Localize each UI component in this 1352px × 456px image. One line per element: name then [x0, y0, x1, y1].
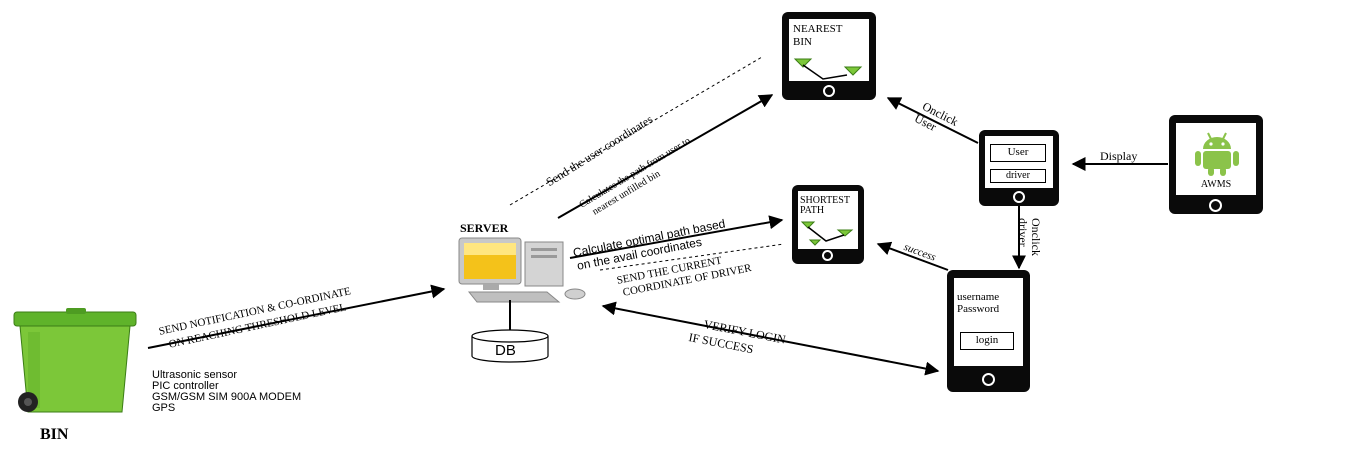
password-label: Password — [957, 303, 1000, 315]
edge-label-display: Display — [1100, 149, 1138, 163]
home-button-icon — [1209, 199, 1222, 212]
database-label: DB — [495, 342, 516, 359]
dashed-send-user-coordinates — [509, 56, 763, 206]
awms-label: AWMS — [1200, 179, 1232, 190]
edge-label-onclick-driver: driver — [1016, 218, 1030, 247]
arrow-onclick-user — [886, 97, 979, 144]
bin-spec: Ultrasonic sensor — [152, 369, 237, 381]
home-button-icon — [822, 250, 833, 261]
android-icon — [1195, 132, 1239, 176]
home-button-icon — [823, 85, 835, 97]
home-button-icon — [982, 373, 995, 386]
database-icon — [471, 300, 549, 363]
arrow-bin-to-server — [147, 284, 446, 349]
phone-login: username Password login — [947, 270, 1030, 392]
arrow-server-to-nearest-bin — [557, 94, 774, 219]
shortest-path-title: PATH — [800, 205, 825, 216]
bin-spec: GPS — [152, 402, 176, 414]
bin-label: BIN — [40, 426, 69, 443]
home-button-icon — [1013, 191, 1025, 203]
shortest-path-title: SHORTEST — [800, 195, 850, 206]
username-label: username — [957, 291, 1000, 303]
phone-screen: SHORTEST PATH — [798, 191, 858, 249]
nearest-bin-title: BIN — [793, 36, 812, 48]
arrow-verify-login — [601, 301, 940, 376]
phone-screen: NEAREST BIN — [789, 19, 869, 81]
bin-spec: PIC controller — [152, 380, 219, 392]
arrow-success — [876, 241, 949, 271]
phone-nearest-bin: NEAREST BIN — [782, 12, 876, 100]
dashed-send-current-coordinate — [599, 243, 785, 271]
driver-button[interactable]: driver — [990, 169, 1046, 183]
nearest-bin-title: NEAREST — [793, 23, 843, 35]
server-label: SERVER — [460, 221, 509, 235]
phone-awms: AWMS — [1169, 115, 1263, 214]
phone-screen: User driver — [985, 136, 1053, 188]
edge-label-onclick-driver: Onclick — [1029, 218, 1043, 256]
route-map-icon — [793, 58, 863, 80]
phone-role-selector: User driver — [979, 130, 1059, 206]
user-button[interactable]: User — [990, 144, 1046, 162]
arrow-server-to-shortest-path — [569, 215, 784, 259]
green-bin-icon — [13, 308, 137, 413]
phone-screen: AWMS — [1176, 123, 1256, 195]
phone-shortest-path: SHORTEST PATH — [792, 185, 864, 264]
server-computer-icon — [458, 237, 586, 303]
route-map-icon — [800, 221, 854, 246]
phone-screen: username Password login — [954, 278, 1023, 366]
bin-spec: GSM/GSM SIM 900A MODEM — [152, 391, 302, 403]
login-button[interactable]: login — [960, 332, 1014, 350]
